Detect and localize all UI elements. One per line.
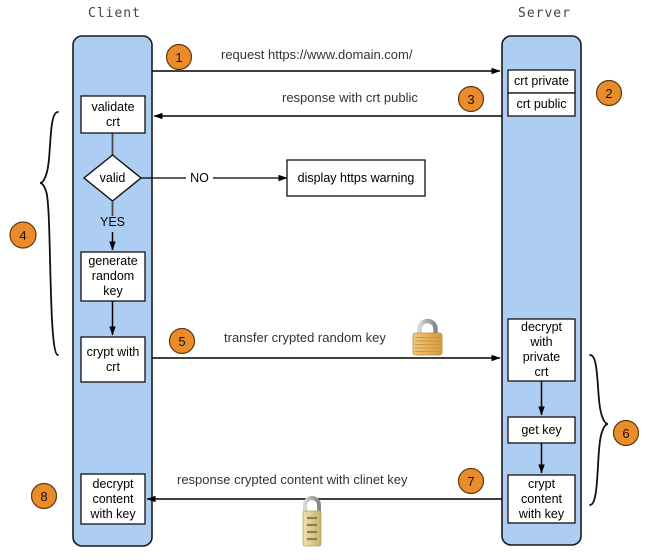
padlock-icon xyxy=(412,318,443,356)
step-marker-8 xyxy=(30,482,58,510)
text-step-2: 2 xyxy=(605,85,613,101)
message-label-response-crt: response with crt public xyxy=(282,90,418,105)
text-display-https-warning: display https warning xyxy=(297,170,415,185)
text-step-8: 8 xyxy=(40,488,48,504)
node-display-https-warning xyxy=(286,159,426,197)
step-label-6: 6 xyxy=(613,420,639,446)
text-crt-private: crt private xyxy=(514,74,569,88)
node-label-crypt-with-crt: crypt with crt xyxy=(81,337,145,382)
step-label-8: 8 xyxy=(31,483,57,509)
step-label-1: 1 xyxy=(166,44,192,70)
text-generate-random-key: generate random key xyxy=(88,254,138,298)
brace-step-4 xyxy=(39,111,59,356)
step-label-5: 5 xyxy=(169,328,195,354)
step-label-7: 7 xyxy=(458,468,484,494)
node-label-decrypt-with-private-crt: decrypt with private crt xyxy=(508,319,575,381)
step-marker-6 xyxy=(612,419,640,447)
text-crt-public: crt public xyxy=(516,97,567,111)
step-label-2: 2 xyxy=(596,80,622,106)
step-label-3: 3 xyxy=(458,86,484,112)
node-label-valid-decision: valid xyxy=(84,167,141,189)
text-step-3: 3 xyxy=(467,91,475,107)
node-crypt-with-crt xyxy=(80,336,146,383)
node-label-decrypt-content-with-key: decrypt content with key xyxy=(81,474,145,524)
text-step-1: 1 xyxy=(175,49,183,65)
step-label-4: 4 xyxy=(10,222,36,248)
text-decrypt-with-private-crt: decrypt with private crt xyxy=(521,320,562,379)
node-validate-crt xyxy=(80,95,146,134)
step-marker-5 xyxy=(168,327,196,355)
node-crt-public xyxy=(507,92,576,117)
node-label-crt-public: crt public xyxy=(508,93,575,116)
message-label-request: request https://www.domain.com/ xyxy=(221,47,413,62)
node-label-display-https-warning: display https warning xyxy=(287,160,425,196)
step-marker-2 xyxy=(595,79,623,107)
step-marker-4 xyxy=(9,221,37,249)
combination-padlock-icon xyxy=(302,496,322,547)
text-step-6: 6 xyxy=(622,425,630,441)
text-valid: valid xyxy=(99,170,126,185)
text-step-4: 4 xyxy=(19,227,27,243)
step-marker-3 xyxy=(457,85,485,113)
node-label-get-key: get key xyxy=(508,417,575,443)
text-yes: YES xyxy=(99,214,125,229)
brace-step-6 xyxy=(589,354,609,506)
text-no: NO xyxy=(190,170,209,185)
text-crypt-content-with-key: crypt content with key xyxy=(518,476,565,521)
step-marker-7 xyxy=(457,467,485,495)
lane-header-server: Server xyxy=(518,6,571,21)
node-crypt-content-with-key xyxy=(507,474,576,524)
message-label-response-content: response crypted content with clinet key xyxy=(177,472,408,487)
edge-label-no: NO xyxy=(186,169,213,187)
node-label-crypt-content-with-key: crypt content with key xyxy=(508,475,575,523)
node-label-generate-random-key: generate random key xyxy=(81,252,145,301)
text-crypt-with-crt: crypt with crt xyxy=(86,344,140,374)
node-label-crt-private: crt private xyxy=(508,70,575,93)
message-label-transfer-key: transfer crypted random key xyxy=(224,330,386,345)
text-get-key: get key xyxy=(521,422,562,437)
text-validate-crt: validate crt xyxy=(91,99,135,129)
text-step-7: 7 xyxy=(467,473,475,489)
node-generate-random-key xyxy=(80,251,146,302)
node-decrypt-with-private-crt xyxy=(507,318,576,382)
step-marker-1 xyxy=(165,43,193,71)
node-decrypt-content-with-key xyxy=(80,473,146,525)
text-decrypt-content-with-key: decrypt content with key xyxy=(90,476,136,521)
node-get-key xyxy=(507,416,576,444)
node-label-validate-crt: validate crt xyxy=(81,96,145,133)
lane-header-client: Client xyxy=(88,6,141,21)
edge-label-yes: YES xyxy=(86,213,139,231)
text-step-5: 5 xyxy=(178,333,186,349)
